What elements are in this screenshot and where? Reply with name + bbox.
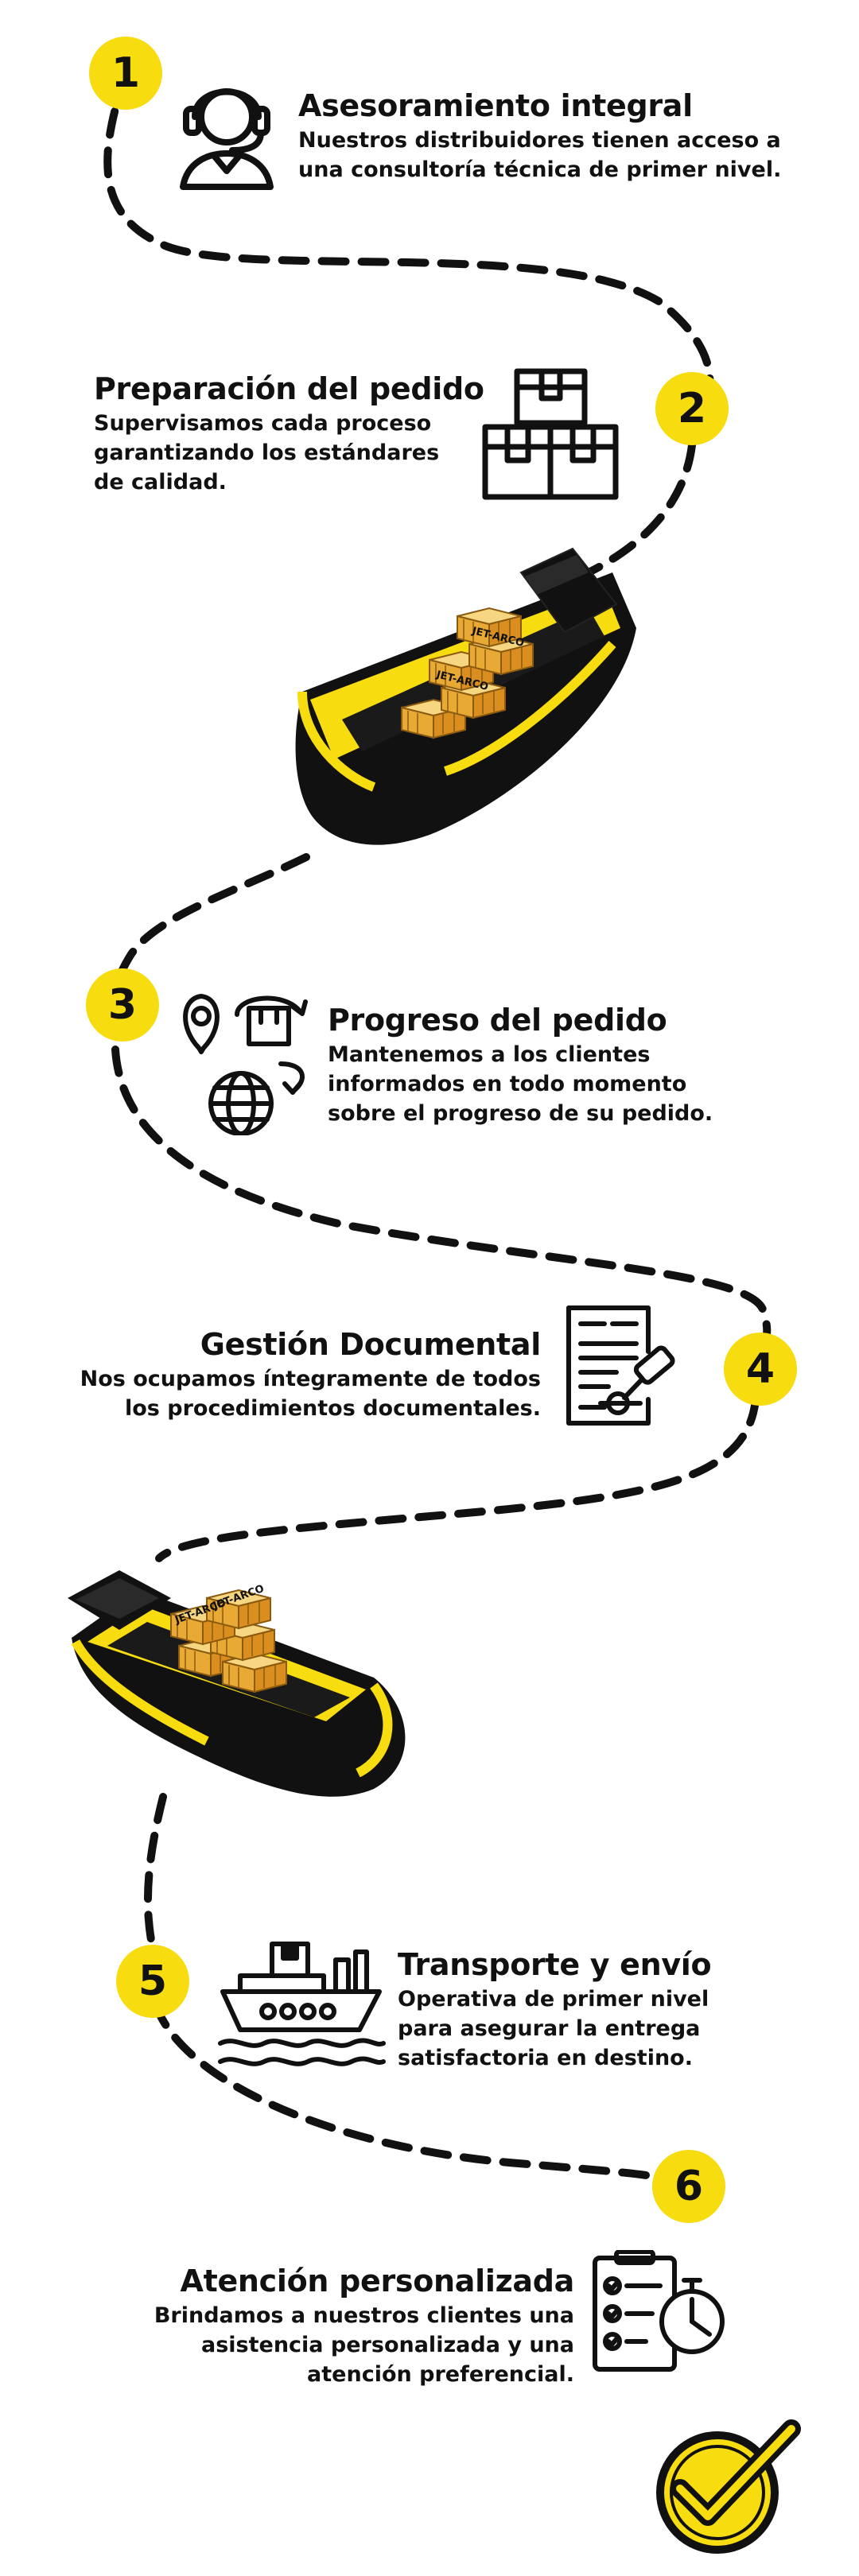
step-1: Asesoramiento integral Nuestros distribu…: [298, 87, 781, 184]
step-5-title: Transporte y envío: [398, 1947, 712, 1982]
step-3-title: Progreso del pedido: [328, 1003, 667, 1038]
step-5: Transporte y envío Operativa de primer n…: [398, 1946, 712, 2073]
cargo-ship-illustration-bottom: JET-ARCO JET-ARCO: [68, 1570, 406, 1797]
step-2-badge: 2: [655, 372, 729, 445]
step-2: Preparación del pedido Supervisamos cada…: [94, 370, 484, 497]
cargo-ship-illustration-top: JET-ARCO JET-ARCO: [295, 547, 636, 845]
step-6-title: Atención personalizada: [180, 2264, 574, 2299]
step-3-badge: 3: [86, 968, 159, 1042]
location-globe-tracking-icon: [183, 994, 308, 1135]
cargo-ship-icon: [218, 1942, 386, 2066]
step-3: Progreso del pedido Mantenemos a los cli…: [328, 1002, 713, 1128]
headset-support-icon: [180, 88, 274, 190]
stacked-boxes-icon: [482, 368, 619, 500]
step-4-title: Gestión Documental: [200, 1327, 542, 1362]
check-seal-icon: [656, 2419, 801, 2554]
checklist-clock-icon: [593, 2250, 725, 2372]
step-4-badge: 4: [724, 1333, 797, 1406]
step-6: Atención personalizada Brindamos a nuest…: [154, 2263, 574, 2389]
step-4: Gestión Documental Nos ocupamos íntegram…: [80, 1326, 542, 1423]
step-5-badge: 5: [116, 1945, 189, 2018]
step-2-title: Preparación del pedido: [94, 371, 484, 406]
document-stamp-icon: [566, 1305, 675, 1426]
step-1-badge: 1: [89, 37, 162, 110]
step-6-badge: 6: [652, 2150, 725, 2223]
dashed-route: [103, 69, 772, 2182]
step-1-title: Asesoramiento integral: [298, 88, 693, 123]
